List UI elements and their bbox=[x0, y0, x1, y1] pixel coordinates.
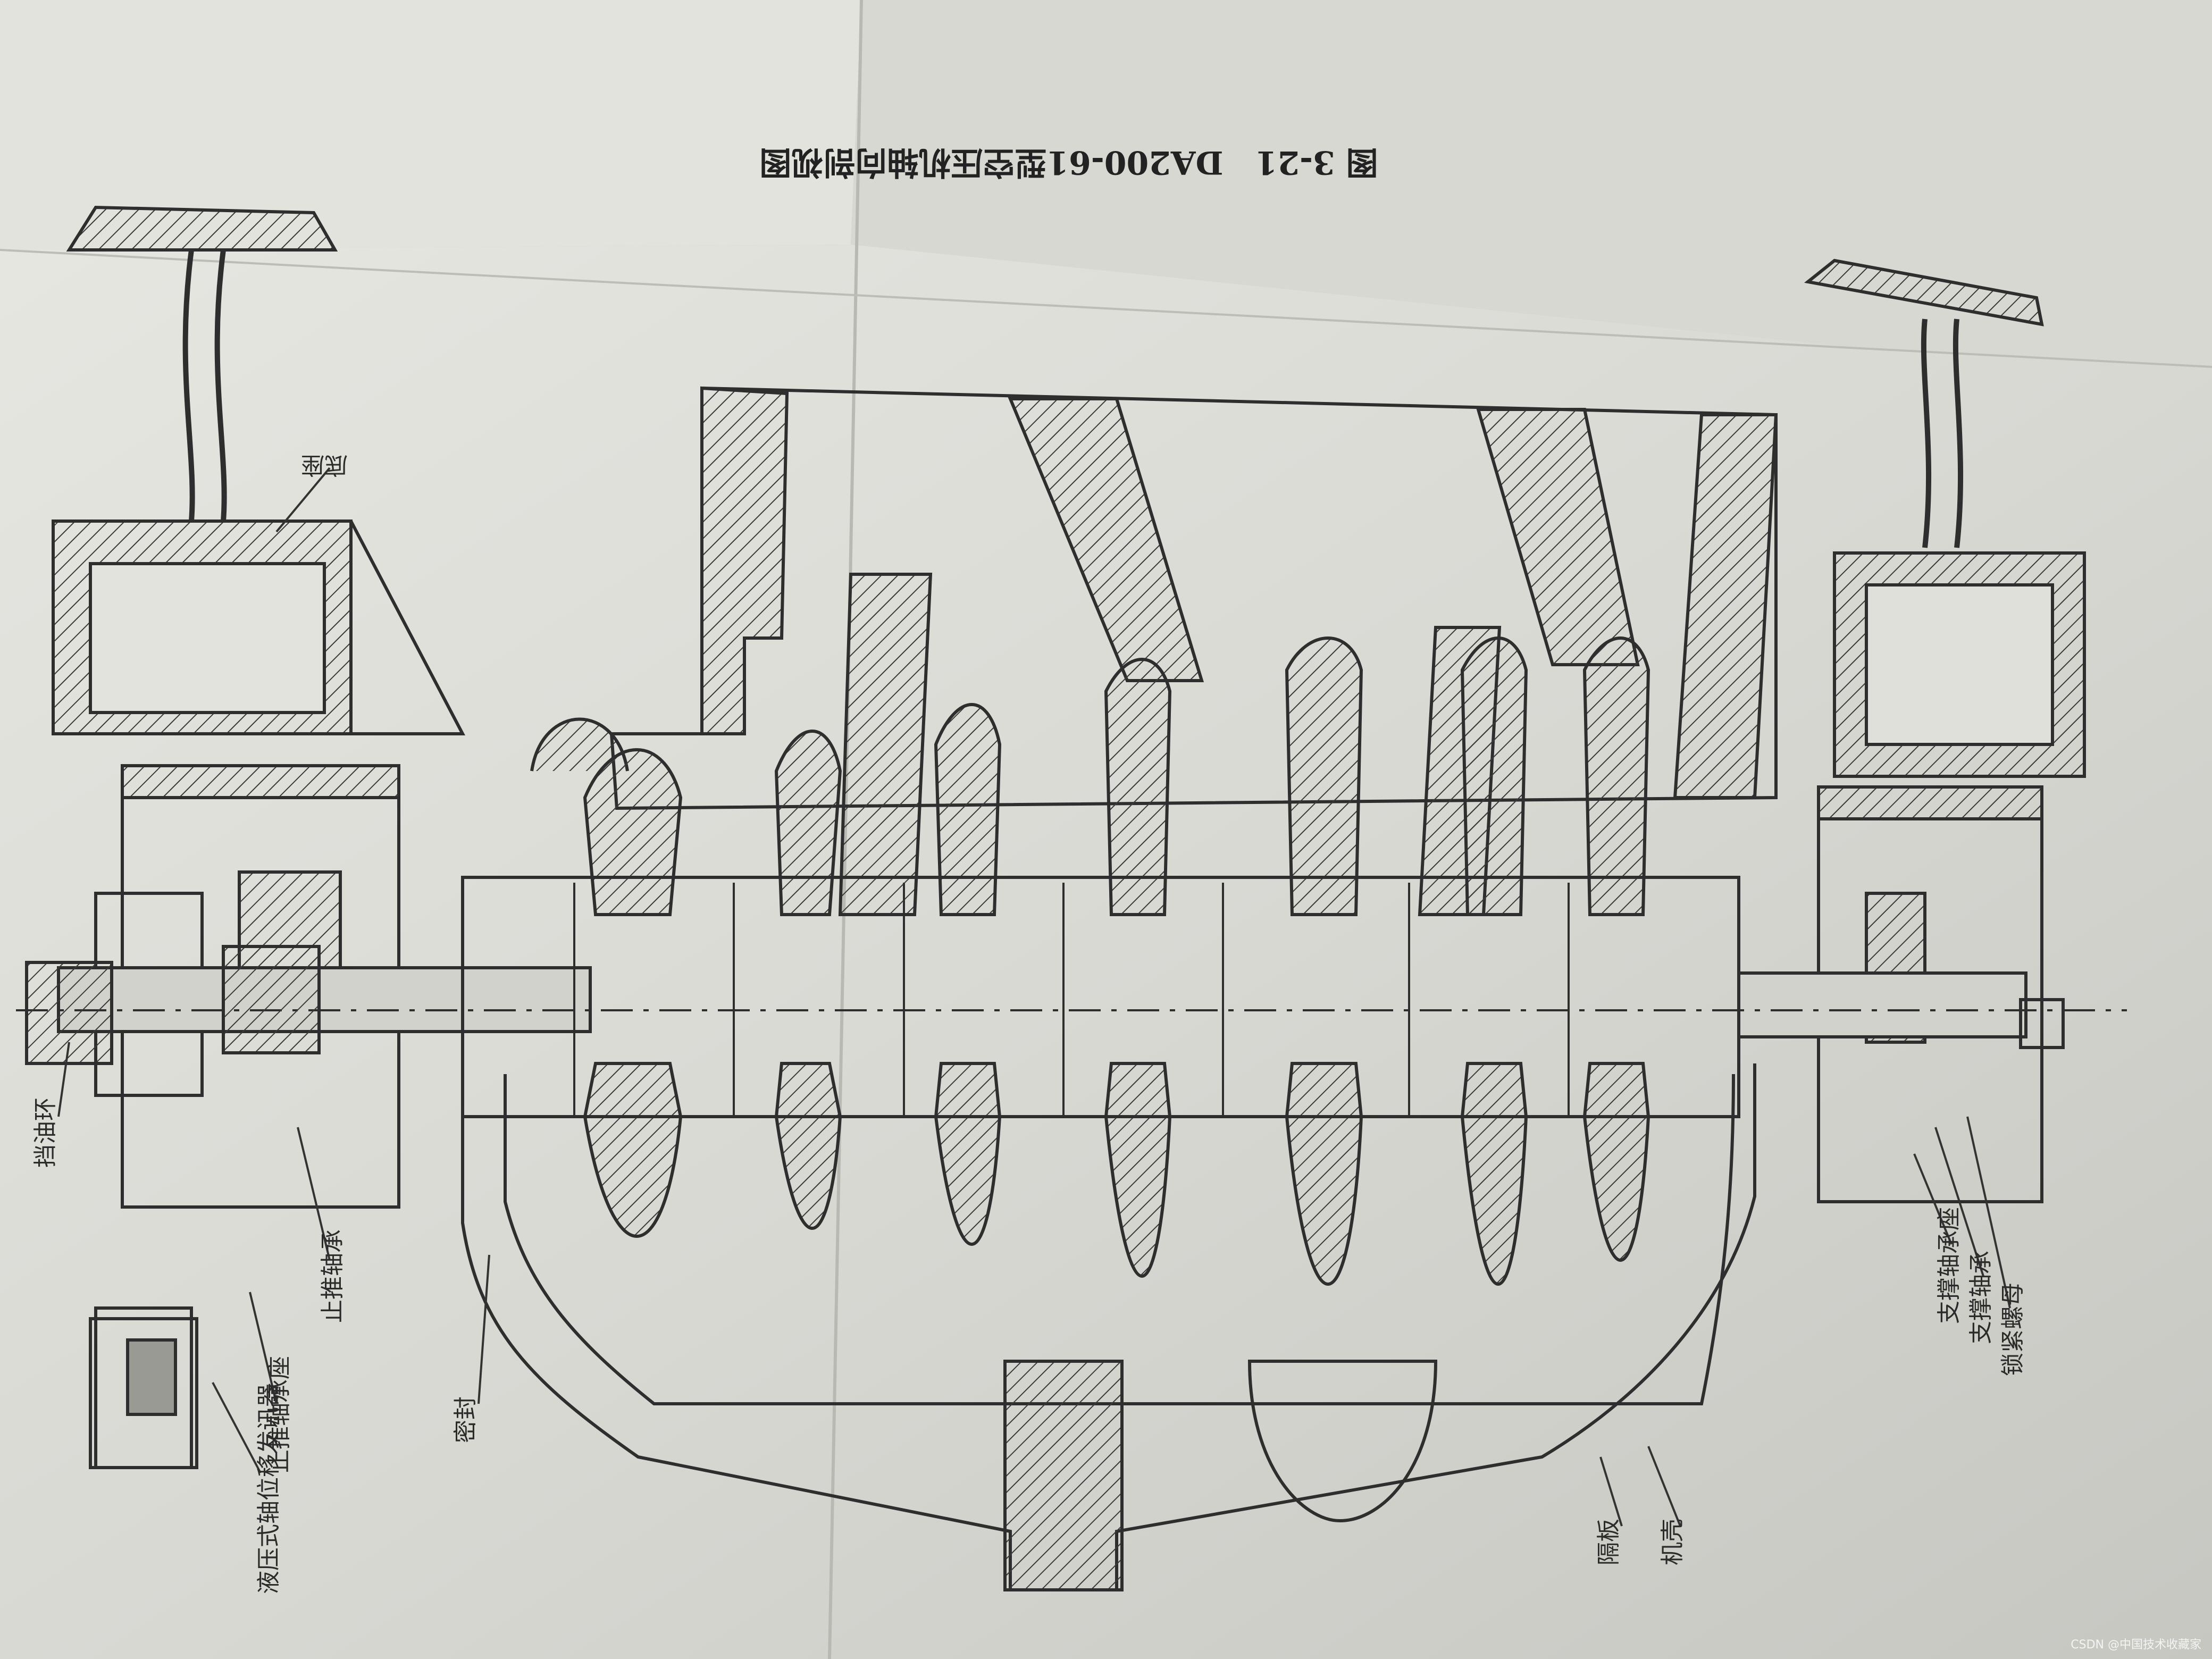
lock-nut bbox=[2019, 998, 2065, 1049]
watermark: CSDN @中国技术收藏家 bbox=[2071, 1638, 2201, 1652]
label-support-bearing: 支撑轴承 bbox=[1967, 1251, 1995, 1344]
label-lock-nut: 锁紧螺母 bbox=[1999, 1283, 2026, 1376]
casing-upper bbox=[530, 386, 1778, 916]
label-housing: 机壳 bbox=[1659, 1519, 1686, 1565]
label-diaphragm: 隔板 bbox=[1595, 1519, 1622, 1565]
label-coupling-end: 挡油环 bbox=[32, 1097, 59, 1168]
label-seal: 密封 bbox=[452, 1396, 479, 1443]
lifting-lug-right bbox=[1804, 258, 2044, 548]
leader-lines bbox=[57, 467, 2011, 1527]
rotor-shaft bbox=[16, 876, 2127, 1118]
label-support-bearing-seat: 支撑轴承座 bbox=[1936, 1207, 1963, 1324]
label-thrust-bearing: 止推轴承 bbox=[319, 1229, 346, 1323]
sender-box bbox=[89, 1317, 198, 1469]
impeller-stages bbox=[583, 636, 1650, 1286]
figure-title: 图 3-21 DA200-61型空压机轴向剖视图 bbox=[759, 144, 1378, 181]
label-thrust-pad: 止推轴承座 bbox=[266, 1356, 293, 1473]
bearing-housing-left bbox=[94, 764, 400, 1469]
lifting-lug-left bbox=[66, 205, 338, 522]
base-box-left bbox=[52, 520, 465, 735]
thrust-bearing-block bbox=[222, 945, 321, 1054]
compressor-cross-section bbox=[16, 205, 2127, 1591]
base-box-right bbox=[1833, 551, 2086, 778]
casing-lower bbox=[461, 1063, 1756, 1591]
fold-line bbox=[0, 249, 2212, 368]
label-group: 底座 挡油环 止推轴承 止推轴承座 液压式轴位移发讯器 密封 隔板 机壳 支撑轴… bbox=[32, 451, 2026, 1594]
label-axial-displacement-sender: 液压式轴位移发讯器 bbox=[255, 1384, 282, 1594]
label-base-left: 底座 bbox=[301, 451, 348, 479]
